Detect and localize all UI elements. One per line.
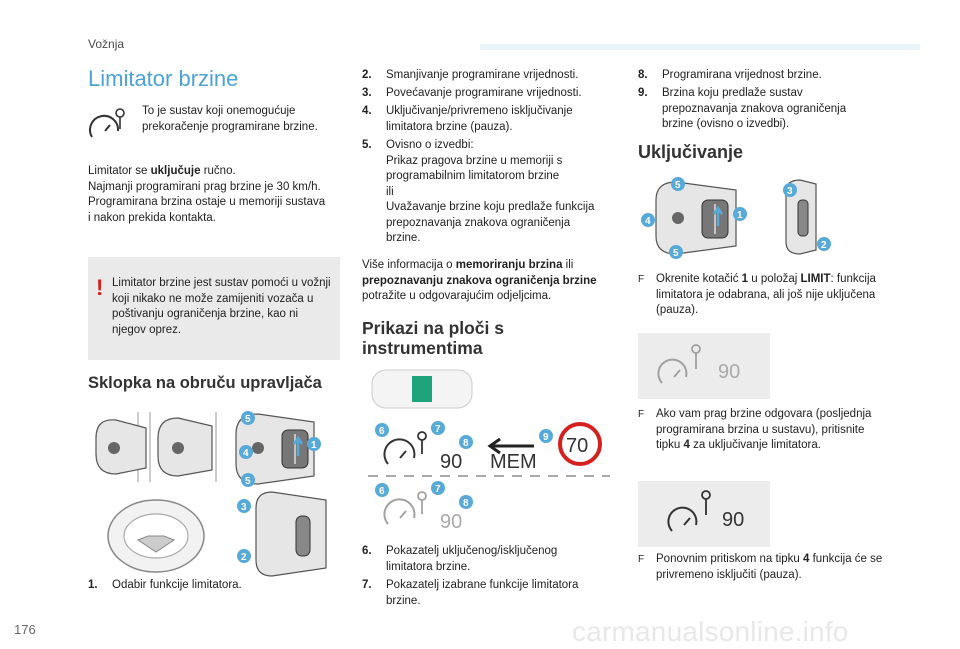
svg-text:2: 2: [241, 552, 247, 563]
svg-text:8: 8: [463, 498, 469, 509]
svg-text:6: 6: [379, 486, 385, 497]
warning-text: Limitator brzine jest sustav pomoći u vo…: [112, 277, 331, 336]
activation-switch-illustration: 5 1 4 5 3 2: [641, 177, 831, 259]
svg-text:4: 4: [243, 448, 249, 459]
header-bar: [480, 44, 920, 50]
intro-text: To je sustav koji onemogućuje prekoračen…: [142, 105, 318, 133]
svg-text:5: 5: [245, 476, 251, 487]
svg-text:5: 5: [673, 248, 679, 259]
bullet-step-3: F Ponovnim pritiskom na tipku 4 funkcija…: [638, 553, 883, 581]
svg-text:7: 7: [435, 424, 441, 435]
list-item-5: 5. Ovisno o izvedbi: Prikaz pragova brzi…: [362, 139, 595, 244]
section-heading-display: Prikazi na ploči s instrumentima: [362, 318, 504, 358]
display-panel-paused: 90: [638, 333, 770, 399]
more-info-text: Više informacija o memoriranju brzina il…: [362, 259, 597, 302]
svg-text:4: 4: [645, 216, 651, 227]
list-item-3: 3.Povećavanje programirane vrijednosti.: [362, 87, 582, 99]
svg-text:5: 5: [245, 414, 251, 425]
list-item-6: 6.Pokazatelj uključenog/isključenog limi…: [362, 545, 558, 573]
active-limiter-icon: [667, 490, 711, 532]
svg-text:3: 3: [787, 186, 793, 197]
list-item-9: 9.Brzina koju predlaže sustav prepoznava…: [638, 87, 847, 130]
row2-speedometer-icon: [383, 491, 427, 525]
svg-text:6: 6: [379, 426, 385, 437]
display-panel-active: 90: [638, 481, 770, 547]
svg-text:1: 1: [311, 440, 317, 451]
list-item-1: 1. Odabir funkcije limitatora.: [88, 579, 242, 591]
panel-speed-active: 90: [722, 509, 745, 531]
svg-text:8: 8: [463, 438, 469, 449]
list-item-8: 8.Programirana vrijednost brzine.: [638, 69, 822, 81]
bullet-step-1: F Okrenite kotačić 1 u položaj LIMIT: fu…: [638, 273, 876, 316]
bullet-step-2: F Ako vam prag brzine odgovara (posljedn…: [638, 408, 872, 451]
row1-speedometer-icon: [383, 431, 427, 465]
warning-icon: !: [96, 275, 104, 300]
limiter-description: Limitator se uključuje ručno. Najmanji p…: [88, 165, 326, 224]
paused-limiter-icon: [657, 344, 701, 384]
steering-switch-illustration: 5 1 4 5 3 2: [95, 411, 327, 577]
section-label: Vožnja: [88, 37, 125, 51]
section-heading-switch: Sklopka na obruču upravljača: [88, 374, 322, 392]
list-item-4: 4.Uključivanje/privremeno isključivanje …: [362, 105, 573, 133]
speed-sign-value: 70: [566, 435, 588, 457]
list-item-2: 2.Smanjivanje programirane vrijednosti.: [362, 69, 579, 81]
speed-value-2: 90: [440, 511, 462, 533]
svg-text:5: 5: [675, 180, 681, 191]
svg-text:3: 3: [241, 502, 247, 513]
panel-speed-paused: 90: [718, 361, 741, 383]
svg-text:2: 2: [821, 240, 827, 251]
list-item-7: 7.Pokazatelj izabrane funkcije limitator…: [362, 579, 579, 607]
svg-text:1: 1: [737, 210, 743, 221]
svg-text:9: 9: [543, 432, 549, 443]
speed-value-1: 90: [440, 451, 462, 473]
page-title: Limitator brzine: [88, 66, 239, 91]
warning-note: ! Limitator brzine jest sustav pomoći u …: [88, 257, 340, 360]
watermark: carmanualsonline.info: [572, 616, 849, 647]
instrument-display-illustration: 6 7 8 9 90 MEM 70 6 7 8 90: [368, 369, 610, 533]
page-number: 176: [14, 622, 36, 637]
section-heading-activation: Uključivanje: [638, 142, 744, 162]
svg-text:7: 7: [435, 484, 441, 495]
mem-label: MEM: [490, 451, 537, 473]
speed-limiter-icon: [89, 108, 125, 138]
